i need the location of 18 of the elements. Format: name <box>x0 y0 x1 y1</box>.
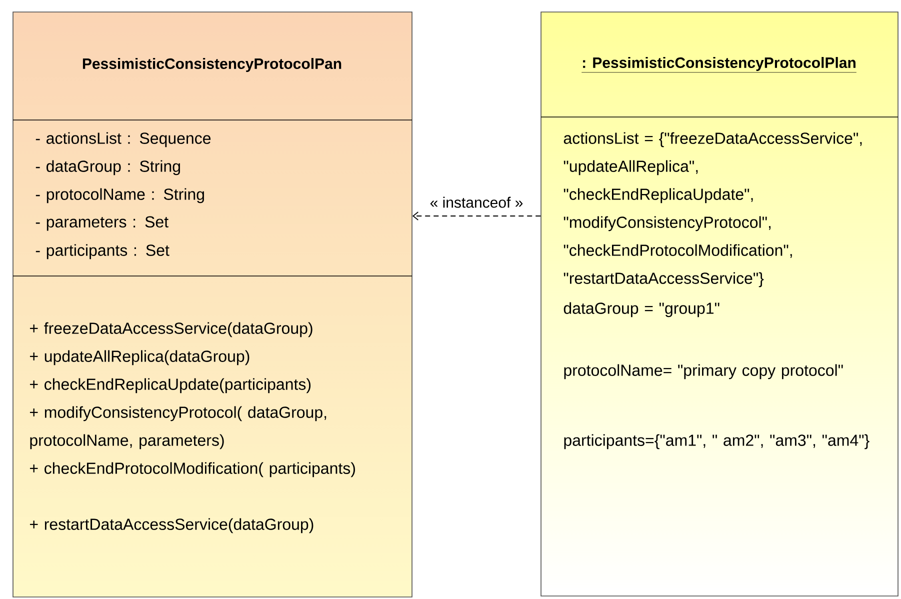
dependency-arrow <box>412 212 542 220</box>
attribute-text: - parameters : Set <box>36 216 168 231</box>
attribute-text: - dataGroup : String <box>36 160 180 176</box>
attribute-text: - protocolName : String <box>36 188 204 204</box>
attribute-value-text: participants={"am1", " am2", "am3", "am4"} <box>564 434 870 450</box>
operation-text: + updateAllReplica(dataGroup) <box>30 350 250 366</box>
attribute-value-text: protocolName= "primary copy protocol" <box>564 364 843 380</box>
operation-text: + modifyConsistencyProtocol( dataGroup, protocolName, parameters) <box>30 406 326 450</box>
operation-text: + checkEndReplicaUpdate(participants) <box>30 378 311 394</box>
class-name: PessimisticConsistencyProtocolPan <box>82 58 342 72</box>
attribute-text: - participants : Set <box>36 244 170 260</box>
attribute-text: - actionsList : Sequence <box>36 132 211 148</box>
edge-label: « instanceof » <box>428 196 524 209</box>
operation-text: + checkEndProtocolModification( participants) <box>30 462 355 478</box>
operation-text: + restartDataAccessService(dataGroup) <box>30 518 314 534</box>
class-name: : PessimisticConsistencyProtocolPlan <box>581 57 857 73</box>
attribute-value-text: dataGroup = "group1" <box>564 302 720 318</box>
operation-text: + freezeDataAccessService(dataGroup) <box>30 322 312 338</box>
